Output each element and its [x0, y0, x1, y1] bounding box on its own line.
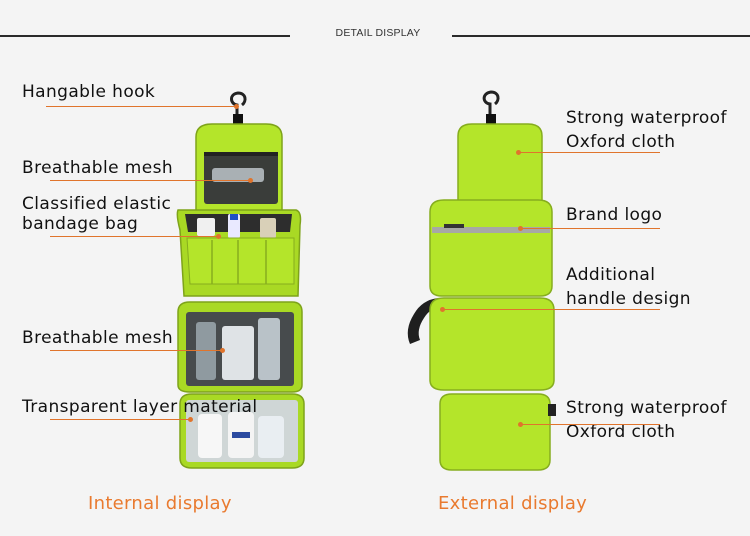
label-classified-elastic-line2: bandage bag: [22, 214, 139, 234]
label-transparent-layer: Transparent layer material: [22, 397, 258, 417]
external-bag: [407, 90, 556, 471]
leader-dot-mesh-bottom: [220, 348, 225, 353]
side-handle: [407, 298, 442, 344]
leader-dot-handle: [440, 307, 445, 312]
label-breathable-mesh-top: Breathable mesh: [22, 158, 174, 178]
item-c: [258, 318, 280, 380]
bottle-3: [260, 218, 276, 238]
brand-logo-stripe: [432, 227, 550, 233]
leader-dot-mesh-top: [248, 178, 253, 183]
external-bottom-pouch: [439, 393, 551, 471]
label-handle-line2: handle design: [566, 289, 691, 309]
label-handle-line1: Additional: [566, 265, 656, 285]
top-zipper: [204, 152, 278, 156]
external-main-body: [429, 199, 553, 297]
hook-clip: [233, 114, 243, 124]
leader-dot-transparent: [188, 417, 193, 422]
external-hook-clip: [486, 114, 496, 124]
leader-breathable-mesh-bottom: [50, 350, 222, 351]
leader-dot-oxford-bottom: [518, 422, 523, 427]
internal-bag: [176, 91, 305, 469]
external-hanging-hook-icon: [482, 90, 500, 118]
header-rule-left: [0, 35, 290, 37]
leader-oxford-top: [518, 152, 660, 153]
label-oxford-top-line2: Oxford cloth: [566, 132, 676, 152]
leader-dot-brand: [518, 226, 523, 231]
label-oxford-top-line1: Strong waterproof: [566, 108, 727, 128]
label-breathable-mesh-bottom: Breathable mesh: [22, 328, 174, 348]
label-hangable-hook: Hangable hook: [22, 82, 156, 102]
bottom-zipper-pull: [548, 404, 556, 416]
label-oxford-bottom-line1: Strong waterproof: [566, 398, 727, 418]
bottle-dove-label: [232, 432, 250, 438]
bottle-1: [197, 218, 215, 236]
leader-dot-elastic: [216, 234, 221, 239]
leader-classified-elastic: [50, 236, 218, 237]
bottle-white: [198, 414, 222, 458]
caption-internal-display: Internal display: [88, 493, 232, 514]
item-b: [222, 326, 254, 380]
caption-external-display: External display: [438, 493, 588, 514]
leader-dot-oxford-top: [516, 150, 521, 155]
header-title: DETAIL DISPLAY: [335, 27, 421, 39]
bottle-2-cap: [230, 214, 238, 220]
elastic-pockets: [186, 237, 295, 285]
external-middle-pouch: [429, 297, 555, 391]
leader-transparent-layer: [50, 419, 190, 420]
header-rule-right: [452, 35, 750, 37]
item-a: [196, 322, 216, 380]
label-classified-elastic-line1: Classified elastic: [22, 194, 172, 214]
label-brand-logo: Brand logo: [566, 205, 663, 225]
leader-brand-logo: [520, 228, 660, 229]
bottle-blue: [258, 416, 284, 458]
zipper-pull: [444, 224, 464, 228]
hanging-hook-icon: [230, 91, 247, 118]
external-top-flap: [457, 123, 543, 205]
leader-handle: [442, 309, 660, 310]
leader-breathable-mesh-top: [50, 180, 250, 181]
leader-oxford-bottom: [520, 424, 660, 425]
leader-dot-hook: [234, 104, 239, 109]
leader-hangable-hook: [46, 106, 236, 107]
label-oxford-bottom-line2: Oxford cloth: [566, 422, 676, 442]
